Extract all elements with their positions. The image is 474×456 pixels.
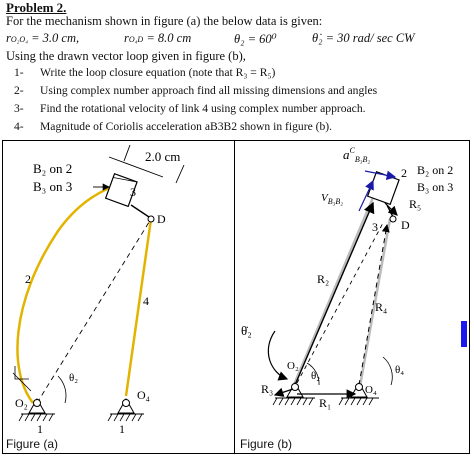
label-coriolis: aCB₃B₂ (343, 146, 370, 164)
ground-o2 (18, 397, 55, 422)
task-item: 4-Magnitude of Coriolis acceleration aB3… (14, 120, 333, 133)
theta2-arc (306, 362, 320, 386)
label-link-3: 3 (372, 220, 378, 234)
dashed-o2-d (36, 218, 152, 404)
link-2 (16, 184, 114, 404)
theta2-expression: θ₂ = 60⁰ (234, 32, 277, 46)
label-r2: R₂ (317, 272, 329, 286)
theta4-arc (382, 356, 393, 386)
label-link-3: 3 (130, 185, 136, 199)
vector-r5 (384, 202, 398, 216)
vector-r4 (358, 224, 390, 386)
task-item: 2-Using complex number approach find all… (14, 84, 378, 97)
r-o2o4-expression: rO₂O₄ = 3.0 cm, (6, 31, 80, 45)
r-o4d-expression: rO₄D = 8.0 cm (124, 31, 192, 45)
label-o2: O₂ (287, 360, 299, 372)
using-instructions: Using the drawn vector loop given in fig… (6, 49, 246, 63)
ground-o4 (107, 397, 144, 422)
label-theta2: θ₂ (311, 370, 320, 382)
link-3-arm (130, 204, 150, 218)
label-theta4: θ₄ (395, 364, 404, 376)
dimension-line (108, 156, 164, 178)
link-3-arm (386, 204, 394, 218)
label-link-2: 2 (25, 272, 31, 286)
figure-b-vector-loop: aCB₃B₂ VB₃B₂ 2 B₂ on 2 B₃ on 3 R₅ 3 D R₂… (241, 146, 467, 410)
label-link-2: 2 (401, 166, 407, 180)
dimension-label: 2.0 cm (145, 149, 180, 164)
task-item: 3-Find the rotational velocity of link 4… (14, 102, 366, 115)
dimension-tick (123, 144, 131, 162)
vector-r3 (273, 387, 294, 397)
label-r4: R₄ (375, 300, 387, 314)
label-ground-1-right: 1 (119, 422, 125, 435)
label-link-4: 4 (143, 294, 149, 308)
velocity-arrow (358, 179, 374, 212)
right-angle-mark (14, 366, 29, 380)
dimension-tick (175, 164, 185, 184)
intro-text: For the mechanism shown in figure (a) th… (6, 14, 323, 28)
caption-figure-a: Figure (a) (6, 437, 59, 451)
label-o4: O₄ (137, 388, 150, 402)
label-theta2: θ₂ (69, 372, 78, 384)
omega2-expression: θ̇₂ = 30 rad/ sec CW (312, 31, 415, 45)
right-angle-hatch (12, 372, 32, 392)
dashed-o2-d (296, 222, 384, 384)
point-d-joint (147, 215, 155, 223)
caption-figure-b: Figure (b) (240, 437, 293, 451)
label-o2: O₂ (15, 396, 28, 410)
label-b2-on-2: B₂ on 2 (417, 163, 453, 177)
label-r5: R₅ (409, 197, 421, 211)
label-b2-on-2: B₂ on 2 (33, 161, 72, 176)
link-4 (124, 218, 153, 397)
coriolis-arrow (364, 170, 397, 181)
label-r1: R₁ (319, 396, 331, 410)
rotation-arrow (267, 330, 289, 381)
link-4-line (358, 218, 392, 387)
label-b3-on-3: B₃ on 3 (33, 179, 72, 194)
label-v-b3b2: VB₃B₂ (321, 192, 343, 206)
edge-mark (461, 321, 467, 347)
figure-a-mechanism: 2.0 cm B₂ on 2 B₃ on 3 3 D 2 4 θ₂ (12, 144, 185, 435)
problem-title: Problem 2. (6, 0, 67, 15)
theta2-arc (57, 375, 67, 404)
label-b3-on-3: B₃ on 3 (417, 180, 453, 194)
label-point-d: D (157, 212, 166, 226)
task-item: 1-Write the loop closure equation (note … (14, 66, 276, 79)
point-d-joint (389, 215, 397, 223)
label-o4: O₄ (365, 384, 377, 396)
vector-r2 (294, 201, 375, 386)
figure-divider (234, 140, 235, 454)
figure-frame (2, 140, 470, 454)
slider-block-3 (104, 172, 138, 208)
label-theta2-dot: θ̇₂ (241, 323, 252, 338)
label-ground-1-left: 1 (37, 422, 43, 435)
label-r3: R₃ (261, 382, 273, 396)
link-2-line (291, 180, 382, 388)
label-point-d: D (401, 218, 410, 232)
